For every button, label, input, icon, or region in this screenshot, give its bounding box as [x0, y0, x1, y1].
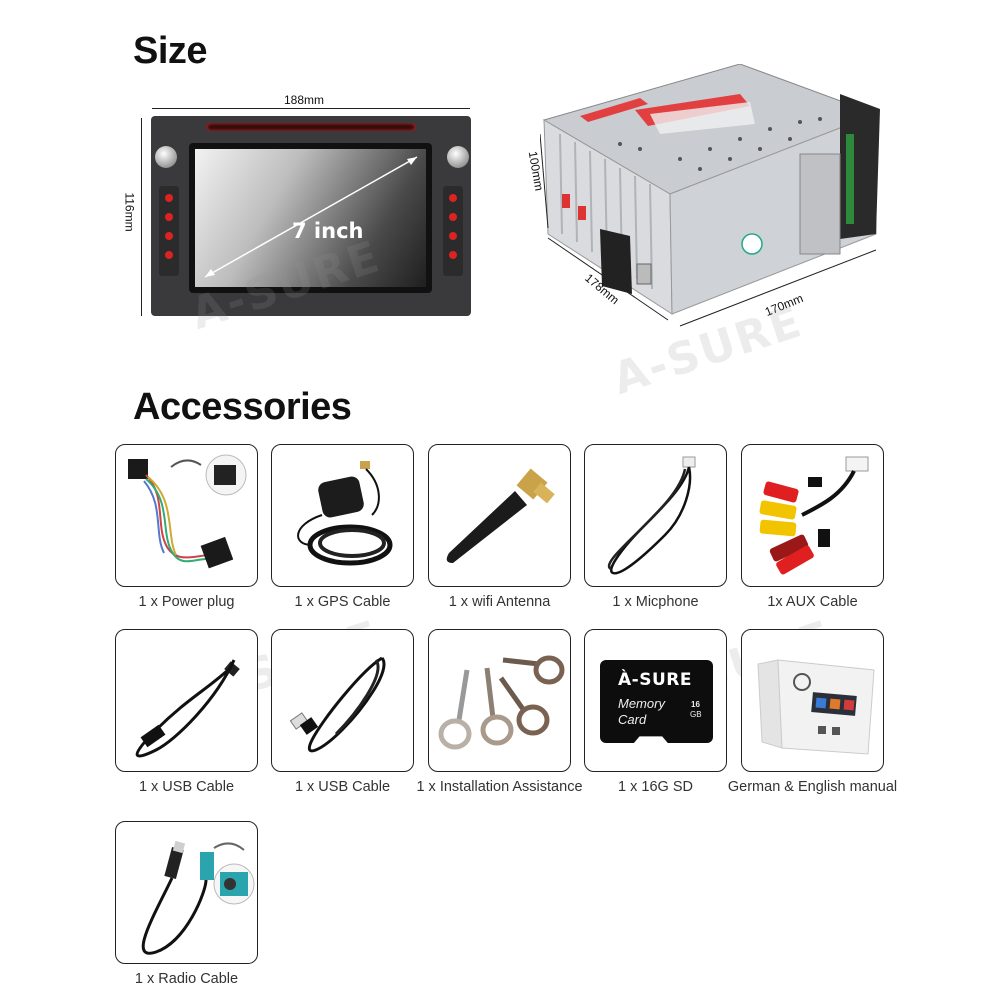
sd-card-line2: Card [618, 712, 647, 727]
microphone-cable-icon [607, 456, 696, 575]
accessory-label: 1 x USB Cable [294, 779, 391, 795]
volume-knob-icon [155, 146, 177, 168]
radio-antenna-adapter-icon [141, 840, 255, 955]
accessory-label: 1 x Installation Assistance [416, 779, 583, 795]
gps-antenna-icon [297, 461, 393, 566]
accessory-label: 1 x GPS Cable [294, 594, 391, 610]
accessory-label: 1x AUX Cable [767, 594, 858, 610]
rca-aux-cable-icon [759, 456, 869, 575]
diagonal-arrow-icon [204, 156, 418, 278]
removal-keys-icon [438, 655, 565, 750]
accessory-image-box [271, 629, 414, 772]
wifi-antenna-icon [446, 468, 555, 563]
accessory-item-wifi-antenna: 1 x wifi Antenna [428, 444, 571, 610]
accessory-label: 1 x Power plug [138, 594, 235, 610]
accessory-image-box [115, 821, 258, 964]
sd-card-capacity: 16 [691, 700, 700, 709]
back-unit-image: 100mm 178mm 170mm [526, 63, 880, 344]
screen-bezel: 7 inch [189, 143, 432, 293]
accessory-item-microphone: 1 x Micphone [584, 444, 727, 610]
right-button-panel [443, 186, 463, 276]
accessory-item-usb-cable-2: 1 x USB Cable [271, 629, 414, 795]
accessory-label: 1 x Radio Cable [134, 971, 239, 987]
manual-icon [757, 659, 875, 755]
front-unit-image: 7 inch [151, 116, 471, 316]
front-height-label: 116mm [122, 192, 137, 232]
accessory-label: German & English manual [727, 779, 898, 795]
accessory-item-aux-cable: 1x AUX Cable [741, 444, 884, 610]
sd-card-unit: GB [690, 710, 702, 719]
cd-slot [206, 123, 416, 131]
size-section-title: Size [133, 30, 208, 72]
accessory-item-power-plug: 1 x Power plug [115, 444, 258, 610]
accessory-image-box: À-SURE Memory Card 16 GB [584, 629, 727, 772]
tune-knob-icon [447, 146, 469, 168]
power-plug-harness-icon [128, 454, 247, 569]
accessory-item-installation-assistance: 1 x Installation Assistance [416, 629, 583, 795]
accessory-image-box [115, 444, 258, 587]
accessory-item-gps-cable: 1 x GPS Cable [271, 444, 414, 610]
front-width-label: 188mm [284, 93, 325, 107]
accessories-section-title: Accessories [133, 386, 352, 428]
height-dimension-arrow [141, 118, 142, 316]
accessory-item-sd-card: À-SURE Memory Card 16 GB 1 x 16G SD [584, 629, 727, 795]
accessory-image-box [428, 444, 571, 587]
screen-display: 7 inch [195, 149, 426, 287]
accessory-image-box [584, 444, 727, 587]
accessory-label: 1 x 16G SD [618, 779, 693, 795]
accessory-label: 1 x wifi Antenna [448, 594, 551, 610]
usb-cable-icon [289, 656, 386, 753]
accessory-label: 1 x USB Cable [138, 779, 235, 795]
screen-size-label: 7 inch [292, 219, 364, 243]
accessory-image-box [115, 629, 258, 772]
accessory-image-box [271, 444, 414, 587]
accessory-item-radio-cable: 1 x Radio Cable [115, 821, 258, 987]
left-button-panel [159, 186, 179, 276]
accessory-image-box [741, 444, 884, 587]
accessory-label: 1 x Micphone [612, 594, 699, 610]
accessory-item-usb-cable-1: 1 x USB Cable [115, 629, 258, 795]
usb-cable-icon [135, 659, 240, 758]
chassis-illustration [539, 63, 880, 327]
sd-card-line1: Memory [618, 696, 665, 711]
accessory-image-box [428, 629, 571, 772]
width-dimension-arrow [152, 108, 470, 109]
accessory-item-manual: German & English manual [728, 629, 897, 795]
sd-card-brand: À-SURE [618, 670, 692, 690]
accessory-image-box [741, 629, 884, 772]
sd-card-icon: À-SURE Memory Card 16 GB [600, 660, 713, 743]
